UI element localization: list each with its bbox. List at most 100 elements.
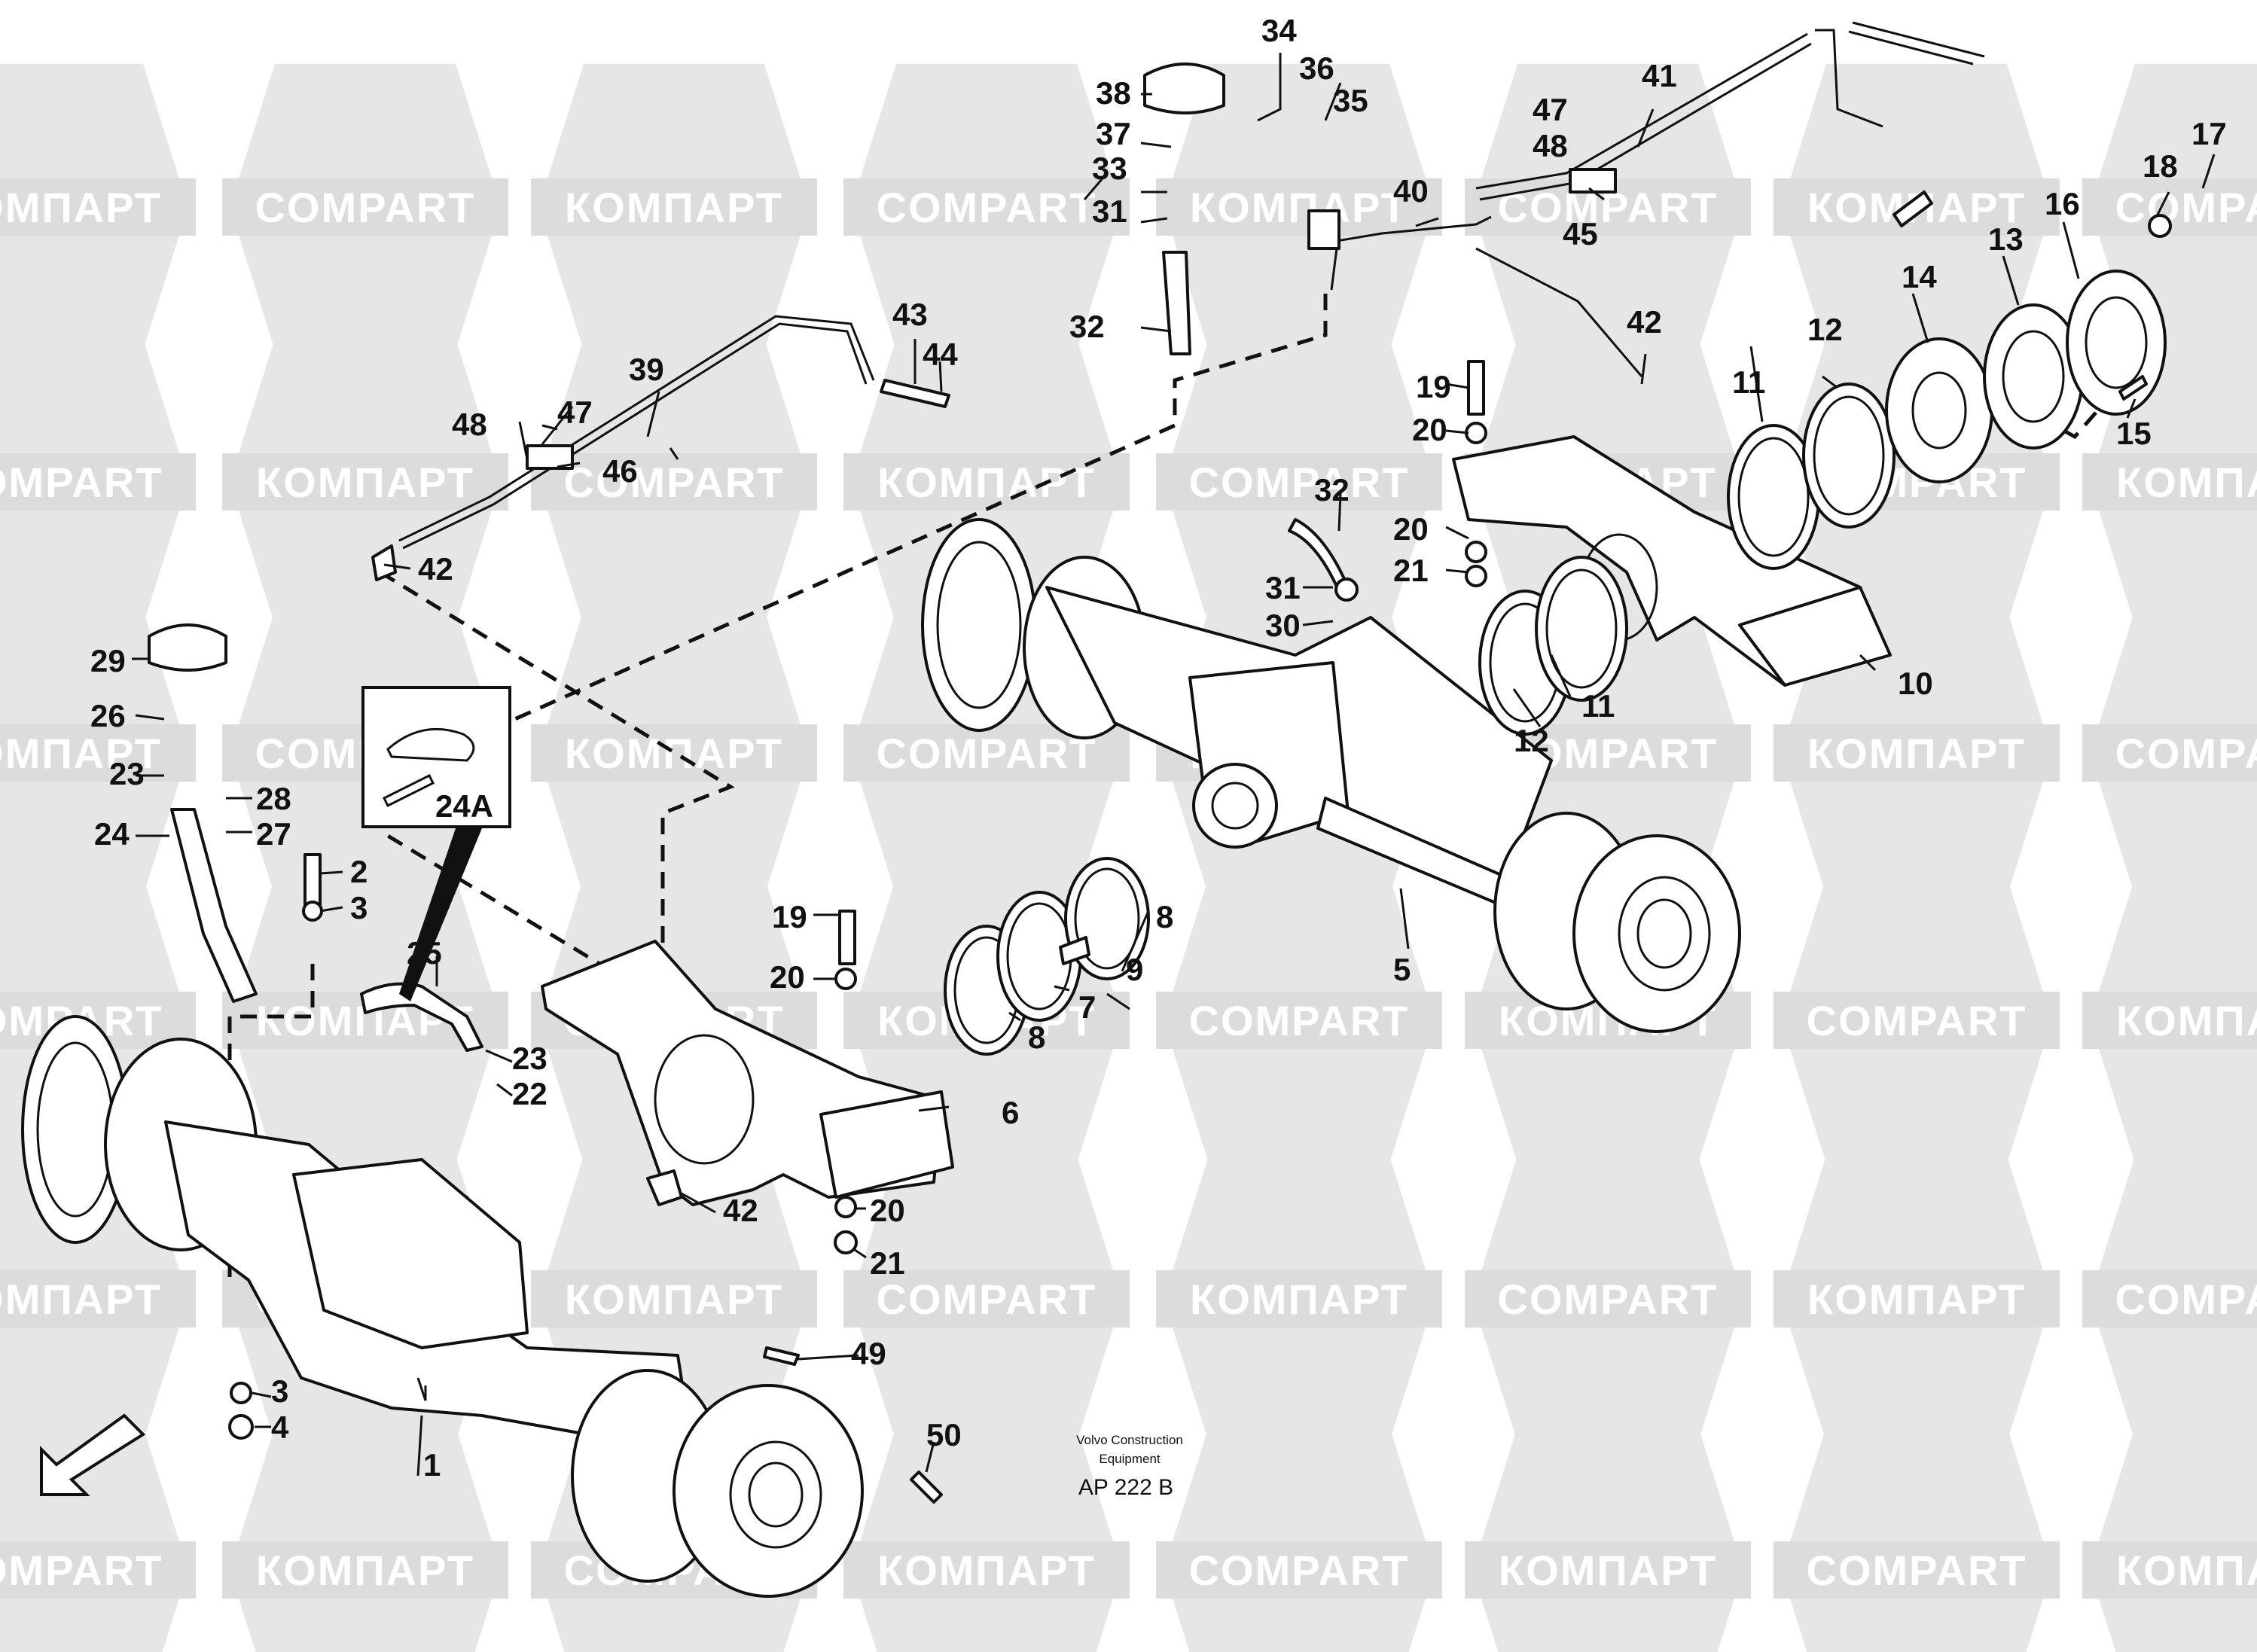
callout-23: 23 [109,756,145,791]
callout-15: 15 [2116,416,2152,451]
watermark-tile: COMPART [1156,339,1442,625]
callout-42: 42 [1627,304,1662,340]
watermark-text: КОМПАРТ [2116,1547,2257,1594]
callout-21: 21 [1393,553,1429,588]
watermark-tile: КОМПАРТ [531,64,817,350]
watermark-text: КОМПАРТ [877,1547,1096,1594]
forward-direction-arrow [40,1413,146,1496]
watermark-text: КОМПАРТ [565,184,783,231]
callout-20: 20 [870,1193,905,1228]
watermark-tile: COMPART [1465,1156,1751,1442]
callout-21: 21 [870,1245,905,1281]
callout-labels: 1 2 3 3 4 5 6 7 8 8 9 10 11 11 12 12 13 … [90,13,2227,1483]
watermark-text: COMPART [1807,997,2027,1044]
watermark-tile: COMPART [2082,1156,2257,1442]
callout-19: 19 [1416,369,1451,404]
watermark-tile: КОМПАРТ [0,610,196,896]
leader-lines [132,53,2216,1477]
watermark-tile: КОМПАРТ [2082,1427,2257,1652]
watermark-text: COMPART [877,184,1097,231]
callout-24a: 24A [435,788,493,824]
rear-axle-housing [921,518,1741,1033]
callout-48: 48 [1533,128,1568,163]
callout-3: 3 [271,1373,288,1409]
watermark-text: COMPART [0,459,163,506]
watermark-tile: КОМПАРТ [1156,1156,1442,1442]
watermark-text: COMPART [877,1276,1097,1323]
watermark-text: КОМПАРТ [565,1276,783,1323]
callout-31: 31 [1265,570,1301,605]
callout-12: 12 [1514,723,1549,758]
fasteners [148,62,2172,1504]
watermark-tile: КОМПАРТ [0,64,196,350]
callout-13: 13 [1988,221,2024,257]
watermark-text: КОМПАРТ [565,730,783,777]
callout-26: 26 [90,698,126,733]
watermark-text: КОМПАРТ [0,730,162,777]
callout-1: 1 [423,1447,441,1483]
watermark-tile: COMPART [843,64,1130,350]
watermark-text: COMPART [0,1547,163,1594]
watermark-tile: КОМПАРТ [222,339,508,625]
callout-16: 16 [2045,186,2080,221]
watermark-text: COMPART [2115,1276,2257,1323]
caption-manufacturer: Volvo Construction [1076,1433,1183,1447]
callout-11: 11 [1732,364,1765,400]
watermark-tile: КОМПАРТ [0,1156,196,1442]
watermark-tile: КОМПАРТ [1156,64,1442,350]
callout-45: 45 [1563,216,1598,251]
callout-18: 18 [2143,148,2178,184]
watermark-tile: КОМПАРТ [1465,1427,1751,1652]
callout-20: 20 [1412,412,1447,447]
callout-44: 44 [923,337,958,372]
callout-20: 20 [770,959,805,995]
callout-28: 28 [256,781,291,816]
callout-50: 50 [926,1417,962,1452]
callout-46: 46 [602,453,638,489]
watermark-tile: COMPART [1774,877,2060,1163]
watermark-tile: КОМПАРТ [222,1427,508,1652]
callout-31: 31 [1092,194,1127,229]
callout-39: 39 [629,352,664,387]
callout-33: 33 [1092,151,1127,186]
watermark-text: КОМПАРТ [1190,1276,1408,1323]
callout-32: 32 [1069,309,1105,344]
callout-25: 25 [407,935,442,971]
watermark-text: КОМПАРТ [1807,1276,2026,1323]
callout-37: 37 [1096,116,1131,151]
callout-24: 24 [94,816,130,852]
watermark-tile: COMPART [1156,877,1442,1163]
callout-8: 8 [1028,1020,1045,1055]
watermark-tile: КОМПАРТ [1774,1156,2060,1442]
callout-48: 48 [452,407,487,442]
watermark-text: COMPART [2115,730,2257,777]
watermark-text: КОМПАРТ [877,459,1096,506]
front-axle-housing [21,1015,864,1598]
callout-49: 49 [851,1336,886,1371]
callout-19: 19 [772,899,807,934]
callout-40: 40 [1393,173,1429,209]
watermark-text: КОМПАРТ [2116,459,2257,506]
watermark-tile: COMPART [0,339,196,625]
callout-23: 23 [512,1041,547,1076]
front-axle-bracket [541,940,954,1206]
callout-20: 20 [1393,511,1429,547]
callout-41: 41 [1642,58,1677,93]
watermark-tile: COMPART [222,64,508,350]
watermark-layer: КОМПАРТCOMPARTКОМПАРТCOMPARTКОМПАРТCOMPA… [0,64,2257,1652]
watermark-tile: COMPART [2082,610,2257,896]
callout-3: 3 [350,890,368,925]
callout-6: 6 [1002,1095,1019,1130]
callout-4: 4 [271,1410,289,1445]
callout-8: 8 [1156,899,1173,934]
callout-35: 35 [1333,83,1368,118]
callout-29: 29 [90,643,126,678]
watermark-text: COMPART [2115,184,2257,231]
watermark-text: COMPART [564,459,785,506]
watermark-text: КОМПАРТ [256,459,474,506]
watermark-text: COMPART [1189,1547,1410,1594]
callout-42: 42 [723,1193,758,1228]
callout-32: 32 [1314,472,1350,507]
callout-22: 22 [512,1076,547,1111]
